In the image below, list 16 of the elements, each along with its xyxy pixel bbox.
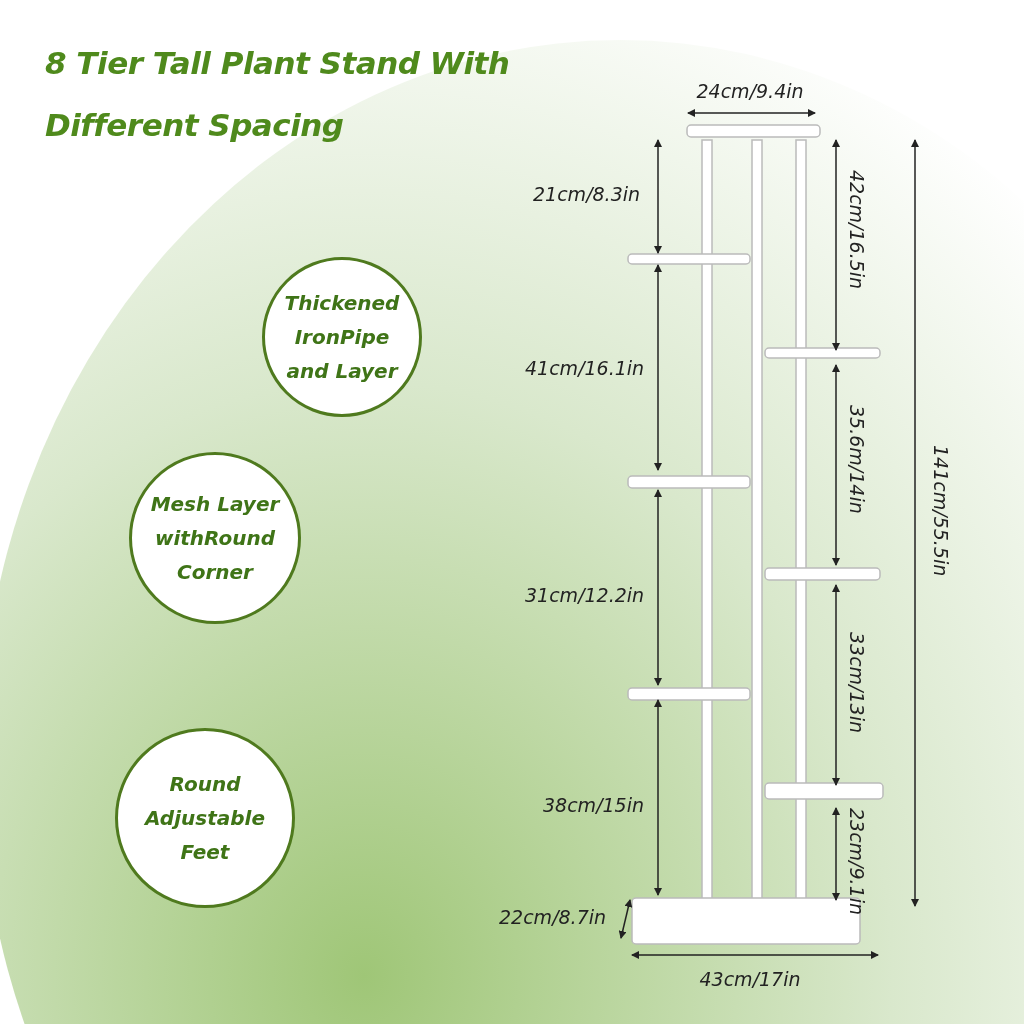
- dimension-label: 38cm/15in: [543, 794, 645, 816]
- dimension-label: 21cm/8.3in: [533, 183, 641, 205]
- dimension-label: 23cm/9.1in: [846, 808, 868, 916]
- title: 8 Tier Tall Plant Stand With Different Spacing: [45, 44, 511, 145]
- dimension-label: 24cm/9.4in: [696, 80, 804, 102]
- dimension-label: 35.6m/14in: [846, 405, 868, 514]
- dimension-label: 31cm/12.2in: [525, 584, 645, 606]
- feature-text: Thickened IronPipe and Layer: [283, 290, 401, 385]
- feature-text: Round Adjustable Feet: [143, 771, 266, 866]
- dimension-label: 33cm/13in: [846, 632, 868, 734]
- dimension-label: 141cm/55.5in: [930, 445, 952, 577]
- dimension-label: 43cm/17in: [699, 968, 801, 990]
- dimension-label: 42cm/16.5in: [846, 170, 868, 290]
- feature-text: Mesh Layer withRound Corner: [149, 491, 282, 586]
- dimension-label: 22cm/8.7in: [499, 906, 607, 928]
- dimension-label: 41cm/16.1in: [525, 357, 645, 379]
